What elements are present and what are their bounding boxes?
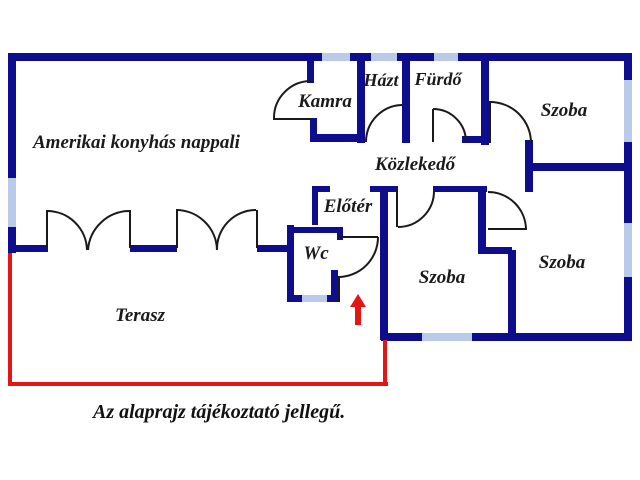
wall-segment bbox=[525, 163, 632, 171]
room-label-szoba-middle: Szoba bbox=[418, 267, 466, 288]
wall-segment bbox=[433, 186, 487, 192]
door-leaf bbox=[46, 210, 48, 248]
wall-segment bbox=[380, 188, 388, 340]
door-leaf bbox=[273, 118, 311, 120]
window-segment bbox=[422, 333, 472, 341]
terrace-outline bbox=[8, 253, 12, 386]
window-segment bbox=[302, 295, 327, 302]
entrance-arrow-head bbox=[350, 294, 366, 307]
wall-segment bbox=[287, 227, 343, 233]
room-label-eloter: Előtér bbox=[323, 196, 373, 217]
wall-segment bbox=[257, 245, 294, 252]
wall-segment bbox=[8, 53, 632, 61]
wall-segment bbox=[312, 186, 318, 225]
wall-segment bbox=[624, 53, 632, 341]
window-segment bbox=[434, 53, 458, 61]
window-segment bbox=[322, 53, 350, 61]
wall-segment bbox=[482, 247, 512, 254]
room-label-nappali: Amerikai konyhás nappali bbox=[33, 132, 240, 153]
door-leaf bbox=[488, 228, 527, 230]
wall-segment bbox=[331, 270, 338, 302]
room-label-szoba-top-right: Szoba bbox=[540, 100, 588, 121]
room-label-terasz: Terasz bbox=[115, 305, 165, 326]
wall-segment bbox=[8, 53, 16, 253]
door-leaf bbox=[432, 109, 434, 142]
door-leaf bbox=[176, 210, 178, 248]
room-label-furdo: Fürdő bbox=[414, 69, 462, 89]
door-jamb bbox=[338, 277, 340, 302]
wall-segment bbox=[508, 250, 516, 341]
terrace-outline bbox=[8, 382, 388, 386]
wall-segment bbox=[481, 57, 489, 145]
room-label-hazt: Házt bbox=[363, 70, 399, 90]
terrace-outline bbox=[383, 340, 387, 386]
wall-segment bbox=[307, 60, 314, 83]
window-segment bbox=[371, 53, 397, 61]
entrance-arrow-shaft bbox=[355, 306, 361, 325]
wall-segment bbox=[310, 118, 317, 142]
room-label-szoba-bottom-right: Szoba bbox=[538, 252, 586, 273]
wall-segment bbox=[357, 57, 365, 143]
window-segment bbox=[624, 223, 632, 277]
wall-segment bbox=[381, 333, 632, 341]
window-segment bbox=[624, 80, 632, 142]
door-leaf bbox=[338, 236, 378, 238]
wall-segment bbox=[462, 136, 489, 143]
wall-segment bbox=[337, 227, 343, 240]
wall-segment bbox=[312, 186, 330, 192]
room-label-kamra: Kamra bbox=[298, 91, 352, 112]
window-segment bbox=[8, 178, 16, 227]
room-label-kozlekedo: Közlekedő bbox=[374, 154, 456, 175]
wall-segment bbox=[8, 245, 48, 252]
door-leaf bbox=[489, 101, 491, 143]
wall-segment bbox=[130, 245, 177, 252]
wall-segment bbox=[478, 190, 486, 254]
wall-segment bbox=[310, 134, 365, 142]
door-leaf bbox=[256, 210, 258, 248]
wall-segment bbox=[402, 57, 410, 143]
room-label-wc: Wc bbox=[303, 243, 329, 264]
door-leaf bbox=[129, 210, 131, 248]
door-leaf bbox=[396, 190, 398, 227]
wall-segment bbox=[287, 225, 294, 302]
disclaimer-text: Az alaprajz tájékoztató jellegű. bbox=[93, 401, 346, 423]
